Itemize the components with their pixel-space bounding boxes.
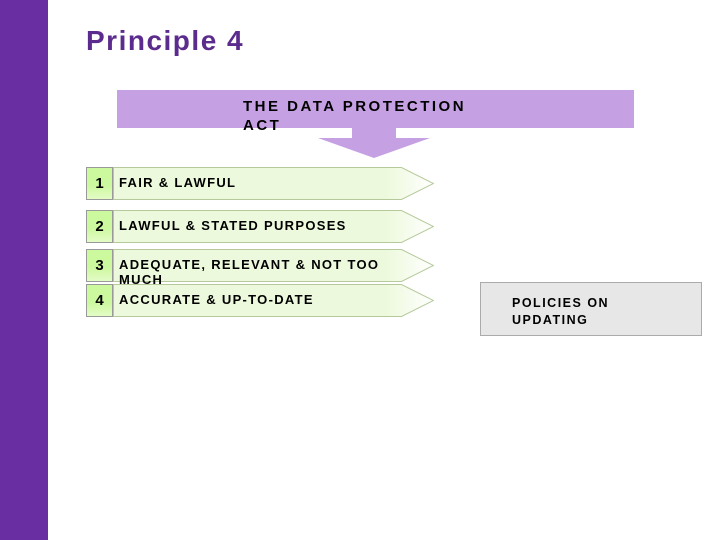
- principle-row: 3 ADEQUATE, RELEVANT & NOT TOO MUCH: [86, 249, 436, 287]
- right-arrow-banner: [113, 284, 434, 317]
- principle-label: FAIR & LAWFUL: [119, 167, 236, 190]
- principle-label: LAWFUL & STATED PURPOSES: [119, 210, 347, 233]
- data-protection-act-banner: THE DATA PROTECTION ACT: [117, 90, 634, 134]
- right-arrow-banner: [113, 249, 434, 282]
- principle-number: 4: [86, 284, 113, 317]
- principle-label-line2: MUCH: [119, 272, 164, 287]
- right-arrow-banner: [113, 210, 434, 243]
- right-arrow-banner: [113, 167, 434, 200]
- principle-row: 2 LAWFUL & STATED PURPOSES: [86, 210, 436, 243]
- principle-label-line1: ADEQUATE, RELEVANT & NOT TOO: [119, 257, 380, 272]
- principle-label-line1: FAIR & LAWFUL: [119, 175, 237, 190]
- banner-text-line2: ACT: [243, 117, 282, 134]
- banner-text: THE DATA PROTECTION ACT: [243, 97, 466, 135]
- left-accent-bar: [0, 0, 48, 540]
- principle-label-line1: LAWFUL & STATED PURPOSES: [119, 218, 347, 233]
- down-arrow-icon: [318, 127, 430, 158]
- principle-number: 3: [86, 249, 113, 282]
- banner-text-line1: THE DATA PROTECTION: [243, 98, 467, 115]
- slide-title: Principle 4: [86, 25, 245, 56]
- principle-label: ADEQUATE, RELEVANT & NOT TOO MUCH: [119, 249, 379, 287]
- principle-row: 1 FAIR & LAWFUL: [86, 167, 436, 200]
- principle-row: 4 ACCURATE & UP-TO-DATE: [86, 284, 436, 317]
- policies-note-box: POLICIES ON UPDATING: [480, 282, 702, 336]
- policies-note-line1: POLICIES ON: [512, 296, 610, 310]
- policies-note-text: POLICIES ON UPDATING: [512, 295, 701, 329]
- principle-label-line1: ACCURATE & UP-TO-DATE: [119, 292, 314, 307]
- policies-note-line2: UPDATING: [512, 313, 589, 327]
- principle-number: 1: [86, 167, 113, 200]
- principle-number: 2: [86, 210, 113, 243]
- principle-label: ACCURATE & UP-TO-DATE: [119, 284, 314, 307]
